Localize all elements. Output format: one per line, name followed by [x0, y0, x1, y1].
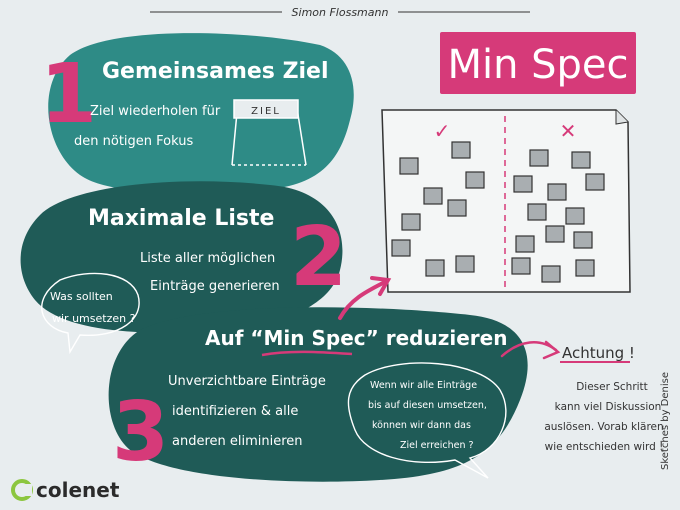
step2-speech-bubble [41, 272, 140, 355]
step3-bubble-line-4: Ziel erreichen ? [400, 440, 474, 451]
goal-sign-text: ZIEL [251, 106, 281, 117]
step1-heading: Gemeinsames Ziel [102, 59, 329, 84]
sticky-note [529, 149, 549, 167]
step3-blob [108, 307, 528, 482]
goal-sign-icon [231, 99, 307, 166]
min-spec-title: Min Spec [440, 32, 636, 94]
author-name: Simon Flossmann [292, 6, 389, 19]
sticky-note [391, 239, 411, 257]
min-spec-title-text: Min Spec [447, 42, 628, 88]
step3-line-3: anderen eliminieren [172, 434, 303, 449]
step3-speech-bubble [347, 362, 507, 479]
sticky-note [447, 199, 467, 217]
step3-bubble-line-2: bis auf diesen umsetzen, [368, 400, 487, 411]
colenet-logo: colenet [11, 478, 120, 502]
cross-icon: ✕ [560, 119, 577, 143]
step2-bubble-line-2: wir umsetzen ? [52, 312, 136, 325]
sticky-note [573, 231, 593, 249]
arrow-to-warning-icon [500, 340, 561, 360]
step2-heading: Maximale Liste [88, 206, 274, 231]
step1-line-2: den nötigen Fokus [74, 134, 193, 149]
warning-line-4: wie entschieden wird ! [545, 441, 664, 453]
sticky-note [423, 187, 443, 205]
step3-number: 3 [112, 385, 169, 480]
step3-heading-em: Min Spec [264, 326, 366, 350]
sketch-credit: Sketches by Denise [660, 372, 671, 470]
step1-line-1: Ziel wiederholen für [90, 104, 221, 119]
sticky-note [455, 255, 475, 273]
warning-line-1: Dieser Schritt [576, 381, 648, 393]
sticky-note [585, 173, 605, 191]
sticky-note [571, 151, 591, 169]
warning-title: Achtung ! [562, 344, 635, 362]
sticky-note [515, 235, 535, 253]
sticky-note [527, 203, 547, 221]
arrow-to-board-icon [338, 276, 392, 320]
step3-line-2: identifizieren & alle [172, 404, 298, 419]
check-icon: ✓ [434, 119, 451, 143]
step3-heading: Auf “Min Spec” reduzieren [205, 326, 507, 350]
step2-number: 2 [290, 210, 347, 305]
brand-name: colenet [36, 478, 120, 502]
step2-bubble-line-1: Was sollten [50, 290, 113, 303]
step1-blob [48, 33, 354, 192]
sticky-note [399, 157, 419, 175]
step3-bubble-line-3: können wir dann das [372, 420, 471, 431]
sticky-note [541, 265, 561, 283]
step3-heading-post: ” reduzieren [366, 326, 508, 350]
sticky-note [547, 183, 567, 201]
step3-bubble-line-1: Wenn wir alle Einträge [370, 380, 477, 391]
min-spec-underline [261, 350, 353, 357]
sticky-note [465, 171, 485, 189]
step3-heading-pre: Auf “ [205, 326, 264, 350]
sticky-note [425, 259, 445, 277]
author-header: Simon Flossmann [150, 6, 530, 19]
warning-line-3: auslösen. Vorab klären [544, 421, 663, 433]
step1-number: 1 [40, 47, 97, 142]
sticky-note [545, 225, 565, 243]
step3-line-1: Unverzichtbare Einträge [168, 374, 326, 389]
sticky-note [511, 257, 531, 275]
sticky-note [451, 141, 471, 159]
sticky-note [565, 207, 585, 225]
step2-blob [20, 181, 343, 333]
sticky-note [513, 175, 533, 193]
step2-line-1: Liste aller möglichen [140, 251, 275, 266]
sticky-note [575, 259, 595, 277]
sticky-note [401, 213, 421, 231]
step2-line-2: Einträge generieren [150, 279, 280, 294]
warning-line-2: kann viel Diskussion [555, 401, 662, 413]
sticky-board: ✓ ✕ [381, 109, 631, 293]
